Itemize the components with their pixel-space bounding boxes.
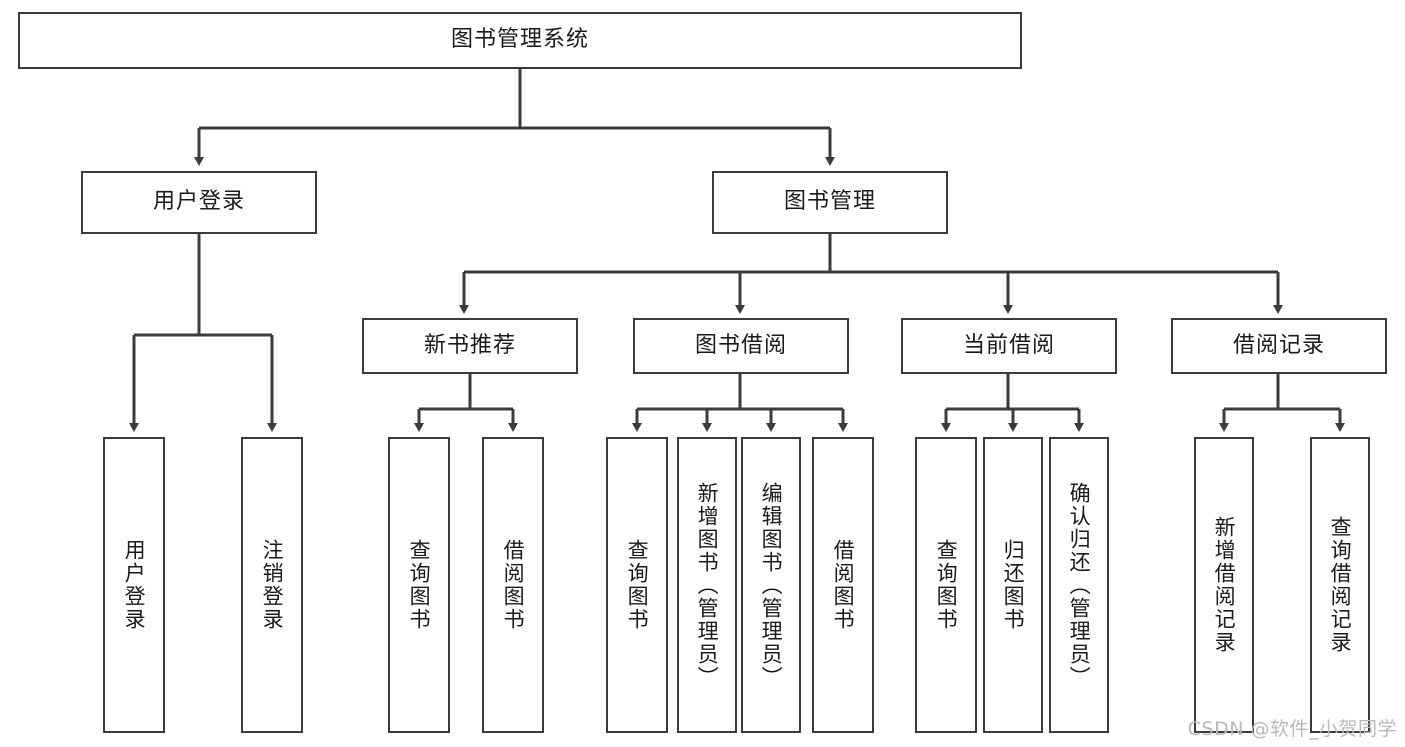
node-label: 用户登录 [122, 539, 147, 631]
node-label: 编辑图书（管理员） [759, 481, 784, 689]
node-label: 查询借阅记录 [1328, 516, 1353, 654]
node-label: 图书管理系统 [450, 27, 589, 53]
node-leaf-add-record[interactable]: 新增借阅记录 [1194, 437, 1254, 733]
node-label: 借阅图书 [831, 539, 856, 631]
node-label: 归还图书 [1001, 539, 1026, 631]
node-leaf-borrow-book-1[interactable]: 借阅图书 [482, 437, 544, 733]
node-borrow-record[interactable]: 借阅记录 [1171, 318, 1387, 374]
node-new-book-rec[interactable]: 新书推荐 [362, 318, 578, 374]
node-leaf-query-book-1[interactable]: 查询图书 [388, 437, 450, 733]
node-label: 查询图书 [407, 539, 432, 631]
node-label: 图书借阅 [694, 332, 787, 358]
node-leaf-confirm-return[interactable]: 确认归还（管理员） [1049, 437, 1109, 733]
node-label: 注销登录 [260, 539, 285, 631]
node-leaf-user-login[interactable]: 用户登录 [103, 437, 165, 733]
node-root[interactable]: 图书管理系统 [18, 12, 1022, 69]
node-label: 借阅记录 [1232, 332, 1325, 358]
node-label: 新增图书（管理员） [695, 481, 720, 689]
node-label: 查询图书 [934, 539, 959, 631]
node-leaf-borrow-book-2[interactable]: 借阅图书 [812, 437, 874, 733]
node-current-borrow[interactable]: 当前借阅 [901, 318, 1117, 374]
node-leaf-logout[interactable]: 注销登录 [241, 437, 303, 733]
node-label: 用户登录 [152, 189, 245, 215]
node-label: 查询图书 [625, 539, 650, 631]
node-label: 新书推荐 [423, 332, 516, 358]
node-label: 图书管理 [783, 189, 876, 215]
node-leaf-query-book-2[interactable]: 查询图书 [606, 437, 668, 733]
node-leaf-edit-book[interactable]: 编辑图书（管理员） [741, 437, 801, 733]
node-label: 确认归还（管理员） [1067, 481, 1092, 689]
node-leaf-add-book[interactable]: 新增图书（管理员） [677, 437, 737, 733]
node-book-borrow[interactable]: 图书借阅 [633, 318, 849, 374]
node-leaf-query-record[interactable]: 查询借阅记录 [1310, 437, 1370, 733]
node-label: 借阅图书 [501, 539, 526, 631]
node-book-manage[interactable]: 图书管理 [712, 171, 948, 234]
node-leaf-query-book-3[interactable]: 查询图书 [915, 437, 977, 733]
node-user-login[interactable]: 用户登录 [81, 171, 317, 234]
node-leaf-return-book[interactable]: 归还图书 [983, 437, 1043, 733]
node-label: 新增借阅记录 [1212, 516, 1237, 654]
node-label: 当前借阅 [962, 332, 1055, 358]
